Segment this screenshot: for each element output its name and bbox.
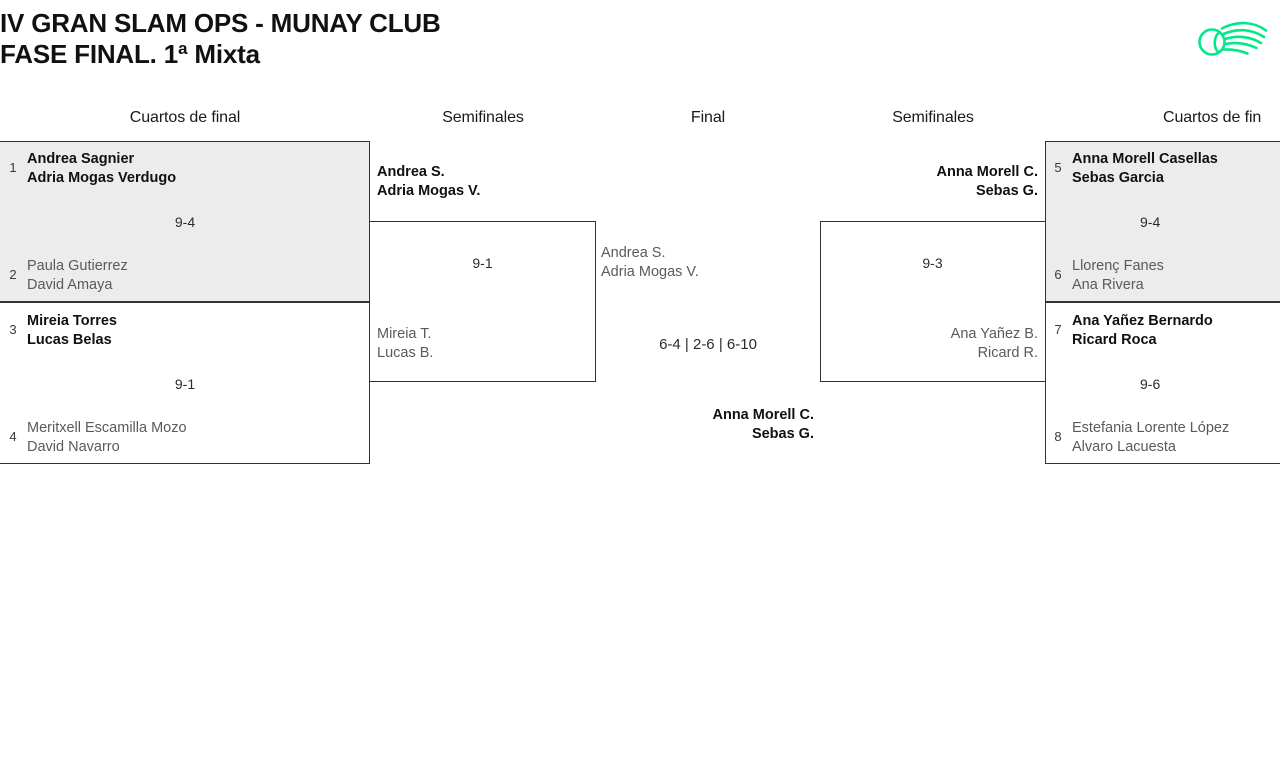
match-box-final[interactable] <box>595 221 821 382</box>
player-name: Andrea S. <box>377 164 445 180</box>
score-final: 6-4 | 2-6 | 6-10 <box>659 336 757 353</box>
player-name: Ricard R. <box>977 345 1038 361</box>
team-qf1-right-bottom: Llorenç Fanes Ana Rivera <box>1072 257 1164 295</box>
team-qf1-right-top: Anna Morell Casellas Sebas Garcia <box>1072 150 1218 188</box>
team-qf2-bottom: Meritxell Escamilla Mozo David Navarro <box>27 419 187 457</box>
player-name: Anna Morell C. <box>712 407 814 423</box>
seed-number-5: 5 <box>1054 160 1062 175</box>
team-sf-right-top: Anna Morell C. Sebas G. <box>838 163 1038 201</box>
player-name: Anna Morell Casellas <box>1072 151 1218 167</box>
player-name: Sebas Garcia <box>1072 170 1164 186</box>
score-qf2-left: 9-1 <box>174 376 196 392</box>
seed-number-8: 8 <box>1054 429 1062 444</box>
team-final-left: Andrea S. Adria Mogas V. <box>601 244 699 282</box>
player-name: Ricard Roca <box>1072 332 1157 348</box>
score-semifinal-right: 9-3 <box>922 255 943 271</box>
player-name: David Navarro <box>27 439 120 455</box>
player-name: Llorenç Fanes <box>1072 258 1164 274</box>
munay-club-tennis-logo-icon <box>1192 12 1278 68</box>
player-name: Meritxell Escamilla Mozo <box>27 420 187 436</box>
player-name: Sebas G. <box>975 183 1038 199</box>
player-name: Ana Yañez B. <box>950 326 1038 342</box>
match-box-qf1-right[interactable] <box>1045 141 1280 302</box>
team-qf2-right-top: Ana Yañez Bernardo Ricard Roca <box>1072 312 1213 350</box>
player-name: Sebas G. <box>751 426 814 442</box>
seed-number-3: 3 <box>9 322 17 337</box>
team-sf-left-top: Andrea S. Adria Mogas V. <box>377 163 480 201</box>
page-title-line-1: IV GRAN SLAM OPS - MUNAY CLUB <box>0 8 441 38</box>
score-semifinal-left: 9-1 <box>472 255 493 271</box>
team-qf1-bottom: Paula Gutierrez David Amaya <box>27 257 128 295</box>
team-qf2-top: Mireia Torres Lucas Belas <box>27 312 117 350</box>
score-qf2-right: 9-6 <box>1140 376 1161 392</box>
player-name: Anna Morell C. <box>936 164 1038 180</box>
match-box-semifinal-right[interactable] <box>820 221 1047 382</box>
player-name: David Amaya <box>27 277 113 293</box>
match-box-qf2-right[interactable] <box>1045 302 1280 464</box>
round-header-semifinals-left: Semifinales <box>442 109 524 126</box>
player-name: Adria Mogas V. <box>601 264 699 280</box>
seed-number-2: 2 <box>9 267 17 282</box>
round-header-final: Final <box>690 109 726 126</box>
page-title-line-2: FASE FINAL. 1ª Mixta <box>0 39 260 69</box>
team-sf-right-bottom: Ana Yañez B. Ricard R. <box>838 325 1038 363</box>
seed-number-6: 6 <box>1054 267 1062 282</box>
team-qf2-right-bottom: Estefania Lorente López Alvaro Lacuesta <box>1072 419 1229 457</box>
player-name: Mireia Torres <box>27 313 117 329</box>
match-box-qf1-left[interactable] <box>0 141 370 302</box>
player-name: Mireia T. <box>377 326 432 342</box>
seed-number-4: 4 <box>9 429 17 444</box>
player-name: Adria Mogas Verdugo <box>27 170 177 186</box>
player-name: Andrea S. <box>601 245 666 261</box>
seed-number-1: 1 <box>9 160 17 175</box>
round-header-semifinals-right: Semifinales <box>892 109 974 126</box>
team-qf1-top: Andrea Sagnier Adria Mogas Verdugo <box>27 150 176 188</box>
match-box-semifinal-left[interactable] <box>369 221 596 382</box>
team-sf-left-bottom: Mireia T. Lucas B. <box>377 325 433 363</box>
page-header: IV GRAN SLAM OPS - MUNAY CLUB FASE FINAL… <box>0 0 1280 100</box>
round-header-quarterfinals-left: Cuartos de final <box>129 109 241 126</box>
seed-number-7: 7 <box>1054 322 1062 337</box>
player-name: Adria Mogas V. <box>377 183 481 199</box>
score-qf1-right: 9-4 <box>1140 214 1161 230</box>
player-name: Estefania Lorente López <box>1072 420 1230 436</box>
match-box-qf2-left[interactable] <box>0 302 370 464</box>
player-name: Ana Rivera <box>1072 277 1144 293</box>
score-qf1-left: 9-4 <box>174 214 196 230</box>
player-name: Paula Gutierrez <box>27 258 128 274</box>
champion-team: Anna Morell C. Sebas G. <box>604 406 814 444</box>
player-name: Ana Yañez Bernardo <box>1072 313 1213 329</box>
round-header-quarterfinals-right: Cuartos de fin <box>1163 109 1262 126</box>
player-name: Lucas Belas <box>27 332 112 348</box>
player-name: Lucas B. <box>377 345 434 361</box>
player-name: Andrea Sagnier <box>27 151 135 167</box>
tournament-title: IV GRAN SLAM OPS - MUNAY CLUB FASE FINAL… <box>0 8 900 70</box>
player-name: Alvaro Lacuesta <box>1072 439 1176 455</box>
